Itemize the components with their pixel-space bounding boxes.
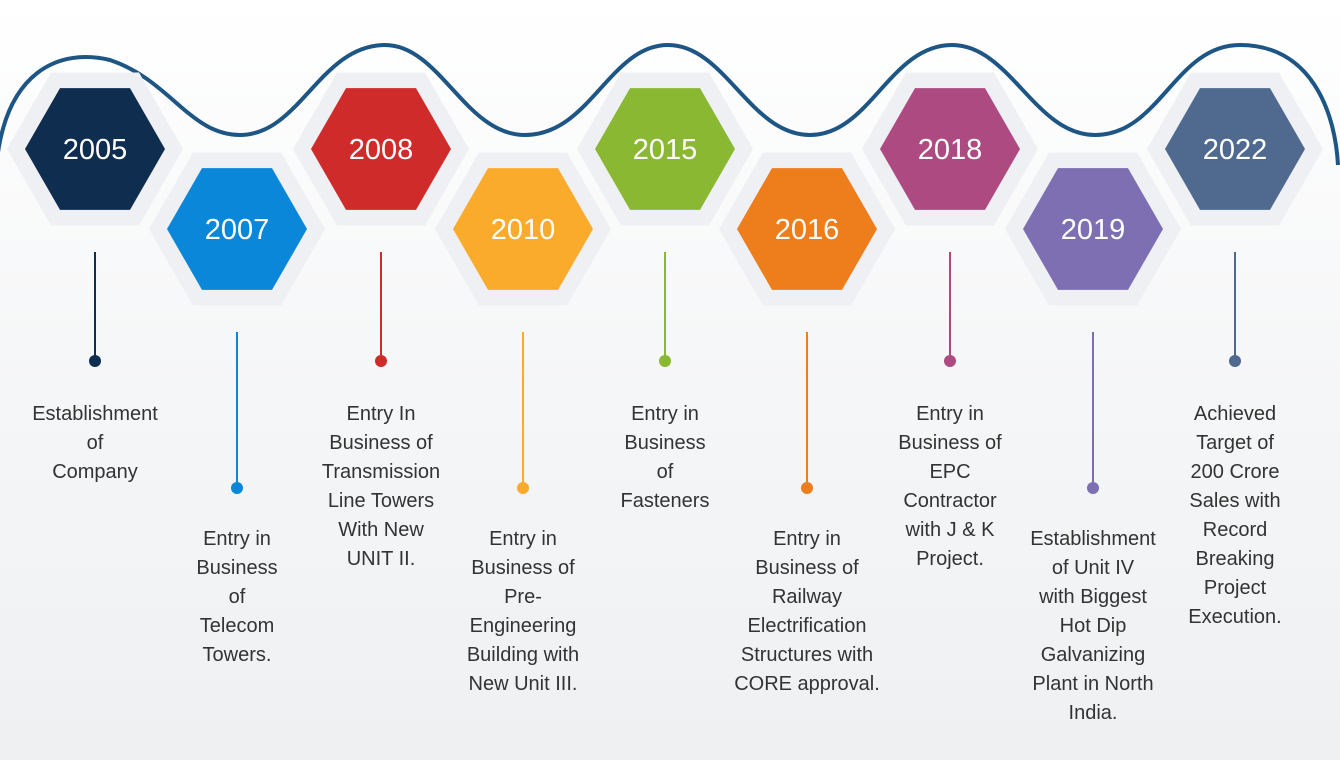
hex-2016 (737, 168, 877, 290)
milestone-description: Establishment of Unit IV with Biggest Ho… (1030, 528, 1156, 724)
stem-dot-2015 (659, 355, 671, 367)
hex-2008 (311, 88, 451, 210)
year-label: 2019 (1061, 214, 1126, 246)
stem-dot-2007 (231, 482, 243, 494)
stem-dot-2008 (375, 355, 387, 367)
year-label: 2007 (205, 214, 270, 246)
milestone-description: Entry in Business of Telecom Towers. (196, 528, 278, 666)
stem-dot-2022 (1229, 355, 1241, 367)
year-label: 2016 (775, 214, 840, 246)
hex-2005 (25, 88, 165, 210)
timeline-wave-line (0, 42, 1340, 166)
hex-2022 (1165, 88, 1305, 210)
milestone-description: Achieved Target of 200 Crore Sales with … (1188, 403, 1282, 628)
stem-dot-2010 (517, 482, 529, 494)
year-label: 2022 (1203, 134, 1268, 166)
hex-2015 (595, 88, 735, 210)
milestone-description: Entry In Business of Transmission Line T… (321, 403, 441, 570)
hex-2007 (167, 168, 307, 290)
hex-2010 (453, 168, 593, 290)
stem-dot-2019 (1087, 482, 1099, 494)
year-label: 2015 (633, 134, 698, 166)
year-label: 2018 (918, 134, 983, 166)
milestone-description: Entry in Business of EPC Contractor with… (898, 403, 1002, 570)
year-label: 2008 (349, 134, 414, 166)
stem-dot-2005 (89, 355, 101, 367)
hex-2018 (880, 88, 1020, 210)
milestone-description: Entry in Business of Railway Electrifica… (734, 528, 880, 695)
hex-2019 (1023, 168, 1163, 290)
year-label: 2010 (491, 214, 556, 246)
milestone-description: Establishment of Company (32, 403, 158, 483)
year-label: 2005 (63, 134, 128, 166)
stem-dot-2018 (944, 355, 956, 367)
milestone-description: Entry in Business of Fasteners (620, 403, 710, 512)
milestone-description: Entry in Business of Pre- Engineering Bu… (466, 528, 580, 695)
stem-dot-2016 (801, 482, 813, 494)
